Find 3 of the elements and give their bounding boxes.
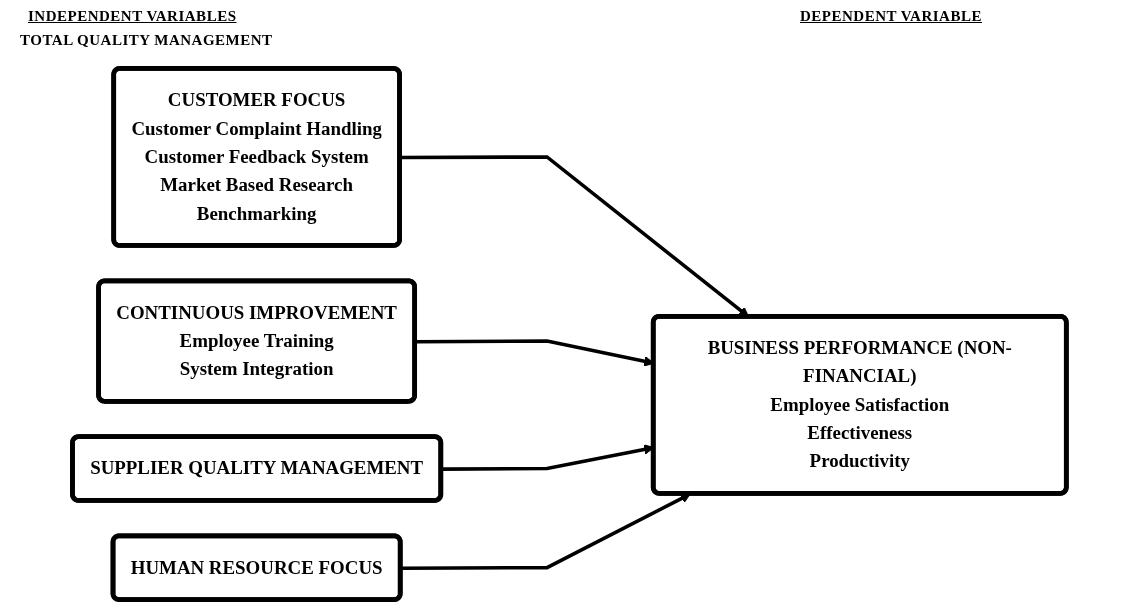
- column-heading: DEPENDENT VARIABLE: [800, 8, 982, 25]
- group-heading: TOTAL QUALITY MANAGEMENT: [20, 32, 273, 49]
- column-heading: INDEPENDENT VARIABLES: [28, 8, 237, 25]
